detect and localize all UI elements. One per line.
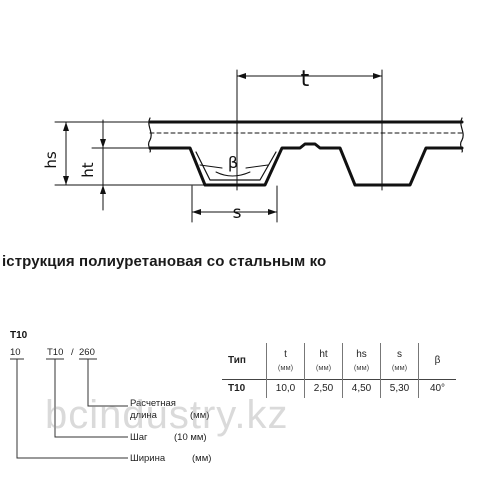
break-line-left — [147, 117, 152, 153]
header-belt-height: hs(мм) — [342, 343, 381, 380]
cell-type: T10 — [228, 382, 246, 394]
width-label-unit: (мм) — [192, 453, 211, 464]
watermark: bcindustry.kz — [45, 393, 289, 437]
header-pitch: t(мм) — [266, 343, 305, 380]
pitch-label-unit: (10 мм) — [174, 432, 207, 443]
beta-line-left — [199, 164, 223, 169]
width-label-text: Ширина — [130, 453, 166, 464]
pitch-arrow-right — [373, 73, 382, 79]
header-angle: β — [418, 343, 456, 380]
designation-separator: / — [71, 347, 74, 358]
s-arrow-left — [192, 209, 201, 215]
header-type: Тип — [228, 354, 246, 366]
beta-label: β — [228, 153, 238, 172]
belt-tooth-profile — [148, 142, 464, 187]
cell-tooth-width: 5,30 — [380, 379, 419, 398]
table-row: T10 10,0 2,50 4,50 5,30 40° — [222, 379, 456, 398]
leader-pitch — [54, 359, 128, 438]
section-caption: іструкция полиуретановая со стальным ко — [2, 253, 327, 270]
break-line-right — [459, 117, 464, 153]
spec-table-header-row: Тип t(мм) ht(мм) hs(мм) s(мм) β — [222, 343, 456, 380]
pitch-label: t — [301, 67, 310, 92]
leader-length — [87, 359, 128, 407]
cell-pitch: 10,0 — [266, 379, 305, 398]
cell-belt-height: 4,50 — [342, 379, 381, 398]
ht-label: ht — [79, 162, 97, 178]
leader-width — [16, 359, 128, 459]
designation-pitch: T10 — [47, 347, 63, 358]
hs-arrow-bottom — [63, 176, 69, 185]
hs-arrow-top — [63, 122, 69, 131]
designation-width: 10 — [10, 347, 21, 358]
designation-header: T10 — [10, 330, 28, 341]
ht-arrow-bottom — [100, 185, 106, 194]
designation-diagram: T10 10 T10 / 260 Расчетная длина (мм) Ша… — [10, 330, 211, 464]
cell-angle: 40° — [418, 379, 456, 398]
beta-arc — [215, 171, 251, 177]
beta-line-right — [245, 164, 269, 169]
length-label-line1: Расчетная — [130, 398, 176, 409]
s-arrow-right — [268, 209, 277, 215]
pitch-label-text: Шаг — [130, 432, 148, 443]
length-label-line2: длина — [130, 410, 158, 421]
ht-arrow-top — [100, 139, 106, 148]
length-label-unit: (мм) — [190, 410, 209, 421]
belt-profile-diagram: t hs ht β s — [42, 67, 464, 223]
hs-label: hs — [42, 151, 60, 169]
tooth-inner-line — [195, 151, 277, 181]
header-tooth-width: s(мм) — [380, 343, 419, 380]
cell-tooth-height: 2,50 — [304, 379, 343, 398]
pitch-arrow-left — [237, 73, 246, 79]
spec-table: Тип t(мм) ht(мм) hs(мм) s(мм) β T10 10,0… — [222, 343, 456, 398]
designation-length: 260 — [79, 347, 95, 358]
s-label: s — [233, 203, 242, 223]
header-tooth-height: ht(мм) — [304, 343, 343, 380]
